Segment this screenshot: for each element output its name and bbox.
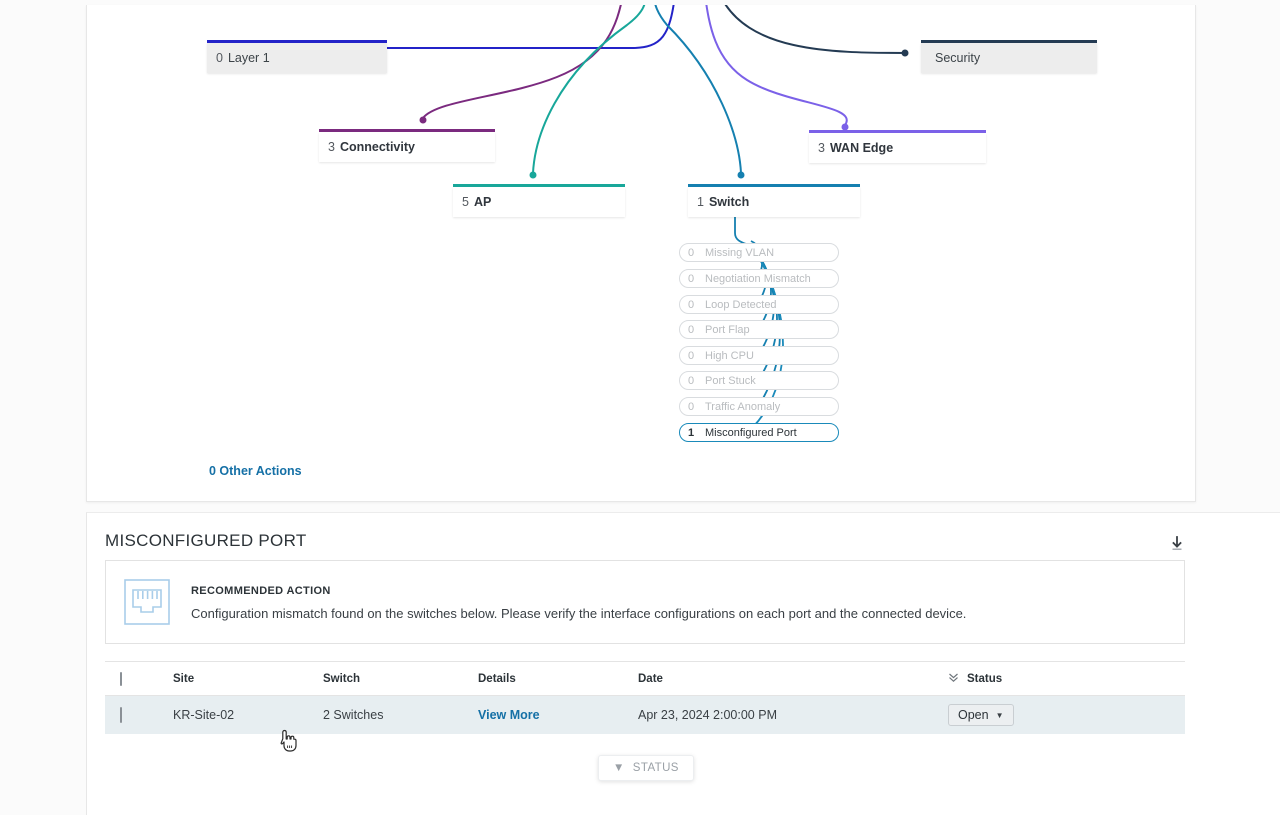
action-tree-card: 0 Layer 1 Security 3 Connectivity 3 WAN … — [86, 5, 1196, 502]
status-dropdown-open[interactable]: Open ▼ — [948, 704, 1014, 726]
ethernet-port-icon — [124, 579, 170, 625]
sub-item-count: 0 — [687, 323, 695, 336]
tree-node-color-bar — [809, 130, 986, 133]
recommended-action-box: RECOMMENDED ACTION Configuration mismatc… — [105, 560, 1185, 644]
tree-node-label: Switch — [708, 195, 750, 209]
table-header-row: Site Switch Details Date Status — [105, 661, 1185, 696]
sub-item-count: 0 — [687, 400, 695, 413]
misconfigured-port-detail-card: MISCONFIGURED PORT RECOMMENDED ACTION Co… — [86, 512, 1280, 815]
tree-node-color-bar — [688, 184, 860, 187]
tree-node-label: Layer 1 — [227, 51, 270, 65]
tree-node-count: 5 — [462, 195, 469, 209]
cell-details: View More — [478, 708, 638, 722]
cell-switch: 2 Switches — [323, 708, 384, 722]
sub-item-misconfigured-port[interactable]: 1 Misconfigured Port — [679, 423, 839, 442]
sub-item-missing-vlan[interactable]: 0 Missing VLAN — [679, 243, 839, 262]
cell-date: Apr 23, 2024 2:00:00 PM — [638, 708, 777, 722]
sub-item-label: Misconfigured Port — [705, 426, 797, 439]
tree-node-count: 3 — [818, 141, 825, 155]
sort-descending-icon[interactable] — [948, 672, 959, 686]
sub-item-label: Negotiation Mismatch — [705, 272, 811, 285]
status-filter-label: STATUS — [632, 762, 679, 774]
tree-connector-lines — [382, 5, 909, 428]
tree-node-color-bar — [453, 184, 625, 187]
sub-item-count: 0 — [687, 246, 695, 259]
select-all-cell — [105, 671, 173, 686]
tree-node-color-bar — [921, 40, 1097, 43]
mouse-cursor-pointer — [279, 729, 299, 753]
sub-item-loop-detected[interactable]: 0 Loop Detected — [679, 295, 839, 314]
cell-status: Open ▼ — [948, 704, 1185, 726]
status-dropdown-value: Open — [958, 708, 989, 722]
sub-item-label: Loop Detected — [705, 298, 777, 311]
tree-node-color-bar — [207, 40, 387, 43]
issues-table: Site Switch Details Date Status K — [105, 661, 1185, 734]
table-row[interactable]: KR-Site-02 2 Switches View More Apr 23, … — [105, 696, 1185, 734]
tree-node-switch[interactable]: 1 Switch — [688, 184, 860, 217]
sub-item-count: 1 — [687, 426, 695, 439]
row-checkbox[interactable] — [120, 707, 122, 723]
recommended-action-heading: RECOMMENDED ACTION — [191, 585, 331, 597]
chevron-down-icon: ▼ — [995, 710, 1004, 720]
sub-item-negotiation-mismatch[interactable]: 0 Negotiation Mismatch — [679, 269, 839, 288]
tree-node-label: Connectivity — [339, 140, 415, 154]
column-header-site[interactable]: Site — [173, 672, 195, 685]
column-header-switch[interactable]: Switch — [323, 672, 361, 685]
view-more-link[interactable]: View More — [478, 708, 540, 722]
sub-item-label: High CPU — [705, 349, 754, 362]
download-icon[interactable] — [1169, 536, 1185, 552]
column-header-status-cell[interactable]: Status — [948, 672, 1185, 686]
recommended-action-body: Configuration mismatch found on the swit… — [191, 606, 967, 621]
sub-item-label: Port Flap — [705, 323, 750, 336]
tree-node-label: Security — [935, 51, 981, 65]
tree-node-wan-edge[interactable]: 3 WAN Edge — [809, 130, 986, 163]
tree-node-color-bar — [319, 129, 495, 132]
caret-down-icon: ▼ — [613, 762, 625, 774]
sub-item-count: 0 — [687, 374, 695, 387]
status-filter-button[interactable]: ▼ STATUS — [598, 755, 694, 781]
detail-panel-title: MISCONFIGURED PORT — [105, 531, 307, 550]
tree-node-label: WAN Edge — [829, 141, 894, 155]
select-all-checkbox[interactable] — [120, 671, 122, 686]
other-actions-link[interactable]: 0 Other Actions — [209, 464, 302, 478]
sub-item-label: Traffic Anomaly — [705, 400, 781, 413]
tree-node-layer-1[interactable]: 0 Layer 1 — [207, 40, 387, 73]
tree-node-count: 0 — [216, 51, 223, 65]
sub-item-label: Port Stuck — [705, 374, 756, 387]
tree-node-security[interactable]: Security — [921, 40, 1097, 73]
tree-node-label: AP — [473, 195, 492, 209]
sub-item-high-cpu[interactable]: 0 High CPU — [679, 346, 839, 365]
column-header-status-label: Status — [967, 672, 1003, 685]
sub-item-count: 0 — [687, 272, 695, 285]
row-select-cell — [105, 707, 173, 723]
column-header-date[interactable]: Date — [638, 672, 663, 685]
sub-item-count: 0 — [687, 349, 695, 362]
sub-item-traffic-anomaly[interactable]: 0 Traffic Anomaly — [679, 397, 839, 416]
sub-item-count: 0 — [687, 298, 695, 311]
column-header-details[interactable]: Details — [478, 672, 516, 685]
sub-item-port-flap[interactable]: 0 Port Flap — [679, 320, 839, 339]
tree-node-count: 3 — [328, 140, 335, 154]
tree-node-count: 1 — [697, 195, 704, 209]
cell-site: KR-Site-02 — [173, 708, 235, 722]
sub-item-label: Missing VLAN — [705, 246, 775, 259]
sub-item-port-stuck[interactable]: 0 Port Stuck — [679, 371, 839, 390]
tree-node-connectivity[interactable]: 3 Connectivity — [319, 129, 495, 162]
tree-node-ap[interactable]: 5 AP — [453, 184, 625, 217]
